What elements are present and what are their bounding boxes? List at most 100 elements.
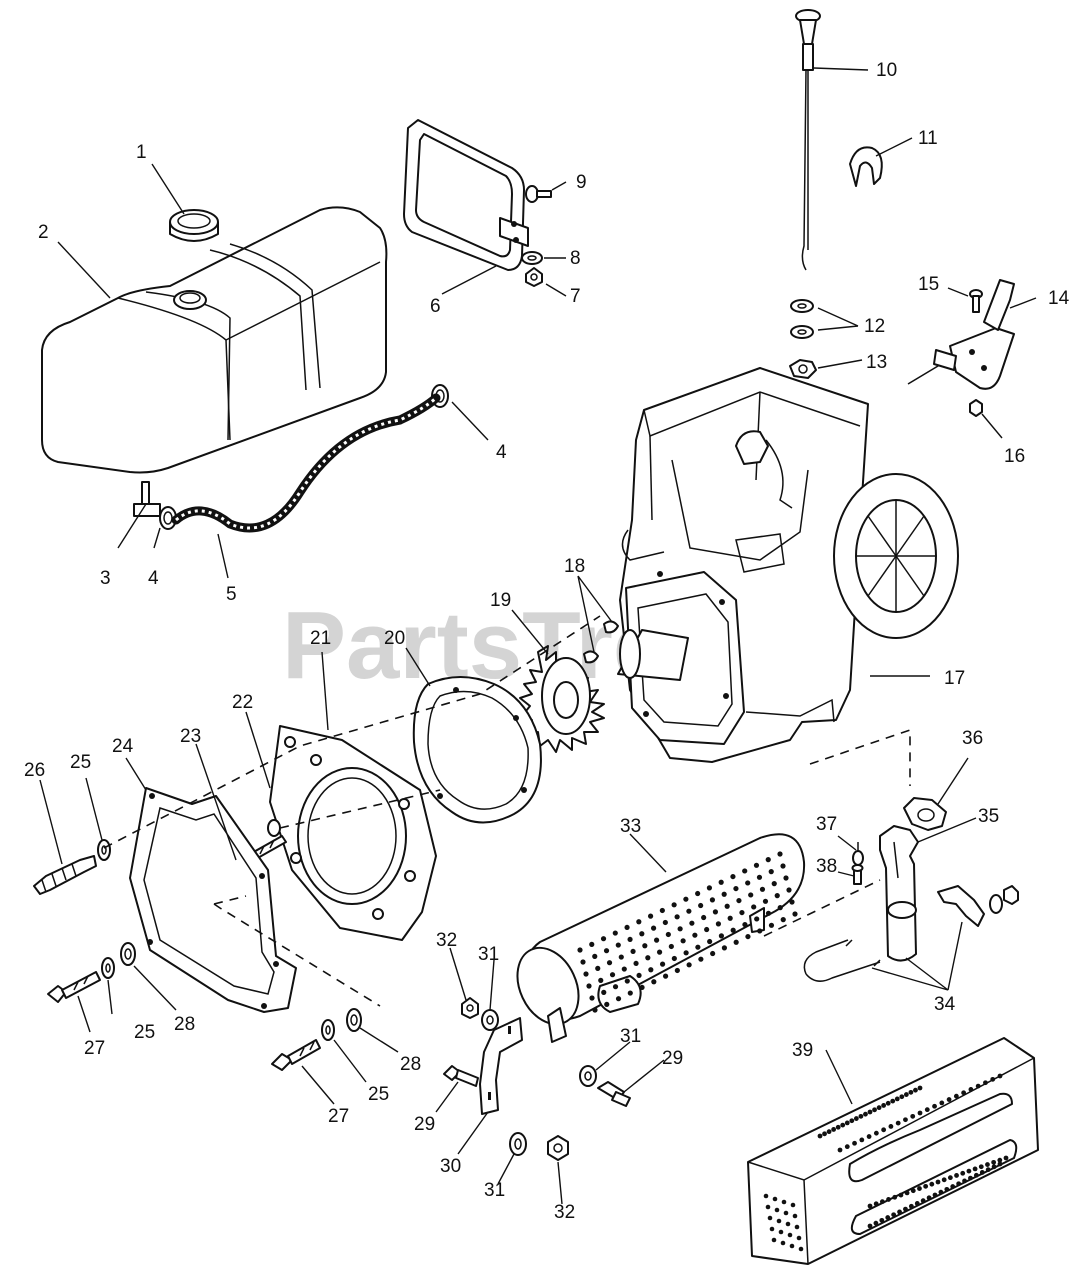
guard-perforation-dot [926, 1195, 932, 1201]
stud [33, 855, 97, 895]
guard-perforation-dot [781, 1199, 787, 1205]
guard-perforation-dot [881, 1127, 887, 1133]
callout-32-upper: 32 [436, 930, 457, 951]
muffler-perforation-dot [659, 907, 665, 914]
callout-38: 38 [816, 856, 837, 877]
callout-numbers: 1 2 3 4 5 4 6 7 8 9 10 11 12 13 14 15 16… [24, 60, 1070, 1223]
muffler-perforation-dot [756, 874, 763, 880]
throttle-screw [969, 289, 983, 313]
muffler-perforations [577, 851, 798, 1013]
muffler-perforation-dot [598, 977, 604, 983]
bolt-29-right [597, 1081, 631, 1107]
guard-perforation-dot [867, 1223, 873, 1229]
washer-37 [852, 842, 864, 866]
muffler-perforation-dot [739, 909, 745, 916]
callout-7: 7 [570, 286, 581, 307]
muffler-guard [747, 1037, 1039, 1265]
muffler-perforation-dot [757, 928, 763, 934]
muffler-perforation-dot [765, 910, 772, 916]
strap-nut [525, 267, 543, 287]
muffler-perforation-dot [727, 915, 733, 921]
callout-10: 10 [876, 60, 897, 81]
callout-2: 1 [136, 142, 147, 163]
guard-perforation-dot [787, 1232, 793, 1238]
muffler-perforation-dot [624, 924, 630, 931]
muffler-perforation-dot [733, 885, 739, 892]
guard-perforation-dot [899, 1094, 905, 1100]
callout-32-lower: 32 [554, 1202, 575, 1223]
muffler-perforation-dot [695, 890, 701, 897]
guard-perforation-dot [765, 1204, 771, 1210]
callout-4-upper: 4 [496, 442, 507, 463]
guard-perforation-dot [897, 1209, 902, 1215]
muffler-perforation-dot [721, 945, 728, 951]
muffler-perforation-dot [707, 938, 713, 945]
callout-31-c: 31 [620, 1026, 641, 1047]
muffler-perforation-dot [586, 983, 592, 989]
muffler-perforation-dot [677, 926, 683, 932]
callout-24: 24 [112, 736, 134, 757]
muffler-perforation-dot [742, 921, 748, 928]
muffler-perforation-dot [701, 914, 707, 921]
adapter-plate [269, 725, 437, 941]
strap-bolt [525, 185, 552, 203]
guard-perforation-dot [852, 1140, 857, 1146]
guard-perforation-dot [898, 1192, 904, 1198]
throttle-nut [969, 399, 983, 417]
callout-13: 13 [866, 352, 887, 373]
washer-28-right [346, 1008, 362, 1032]
guard-perforation-dot [932, 1192, 938, 1198]
shaft-keys [583, 620, 619, 664]
muffler-perforation-dot [783, 875, 789, 881]
muffler-perforation-dot [683, 896, 689, 902]
callout-29-right: 29 [662, 1048, 683, 1069]
guard-perforation-dot [914, 1201, 920, 1206]
guard-perforation-dot [872, 1107, 877, 1113]
callout-11: 11 [918, 128, 938, 149]
muffler-perforation-dot [748, 892, 754, 898]
plate-washer-22 [267, 819, 281, 837]
guard-perforation-dot [835, 1124, 841, 1130]
guard-perforation-dot [968, 1175, 973, 1181]
muffler-bracket [479, 1017, 523, 1115]
callout-6: 6 [430, 296, 441, 317]
washer-25-mid [101, 957, 115, 979]
muffler-perforation-dot [662, 973, 669, 979]
muffler-perforation-dot [683, 950, 689, 956]
guard-perforation-dot [938, 1189, 944, 1195]
guard-perforation-dot [881, 1103, 887, 1108]
nut-32-upper [461, 997, 479, 1019]
muffler-perforation-dot [589, 995, 595, 1001]
muffler-perforation-dot [653, 937, 660, 943]
muffler-perforation-dot [686, 962, 692, 968]
muffler-perforation-dot [612, 984, 619, 990]
engine [617, 367, 959, 763]
guard-perforation-dot [785, 1221, 791, 1227]
callout-15: 15 [918, 274, 939, 295]
callout-16: 16 [1004, 446, 1025, 467]
guard-perforation-dot [917, 1186, 922, 1191]
muffler-perforation-dot [768, 869, 774, 875]
callout-30: 30 [440, 1156, 461, 1177]
guard-perforation-dot [890, 1098, 896, 1104]
washer-31-a [481, 1009, 499, 1031]
muffler-perforation-dot [759, 886, 766, 892]
guard-perforation-dot [867, 1203, 873, 1209]
muffler-perforation-dot [671, 902, 677, 908]
guard-perforation-dot [763, 1193, 769, 1199]
guard-perforation-dot [888, 1124, 894, 1129]
callout-25-low: 25 [368, 1084, 389, 1105]
guard-perforation-dot [929, 1181, 935, 1187]
guard-perforation-dot [822, 1131, 827, 1137]
callout-31-b: 31 [484, 1180, 505, 1201]
muffler-perforation-dot [668, 943, 674, 950]
muffler-perforation-dot [639, 984, 645, 991]
guard-perforation-dot [908, 1203, 914, 1209]
guard-perforation-dot [866, 1134, 872, 1139]
callout-28-left: 28 [174, 1014, 195, 1035]
guard-perforation-dot [792, 1213, 798, 1219]
bolt-27-left [47, 971, 101, 1003]
callout-20: 20 [384, 628, 405, 649]
muffler-perforation-dot [665, 931, 671, 938]
